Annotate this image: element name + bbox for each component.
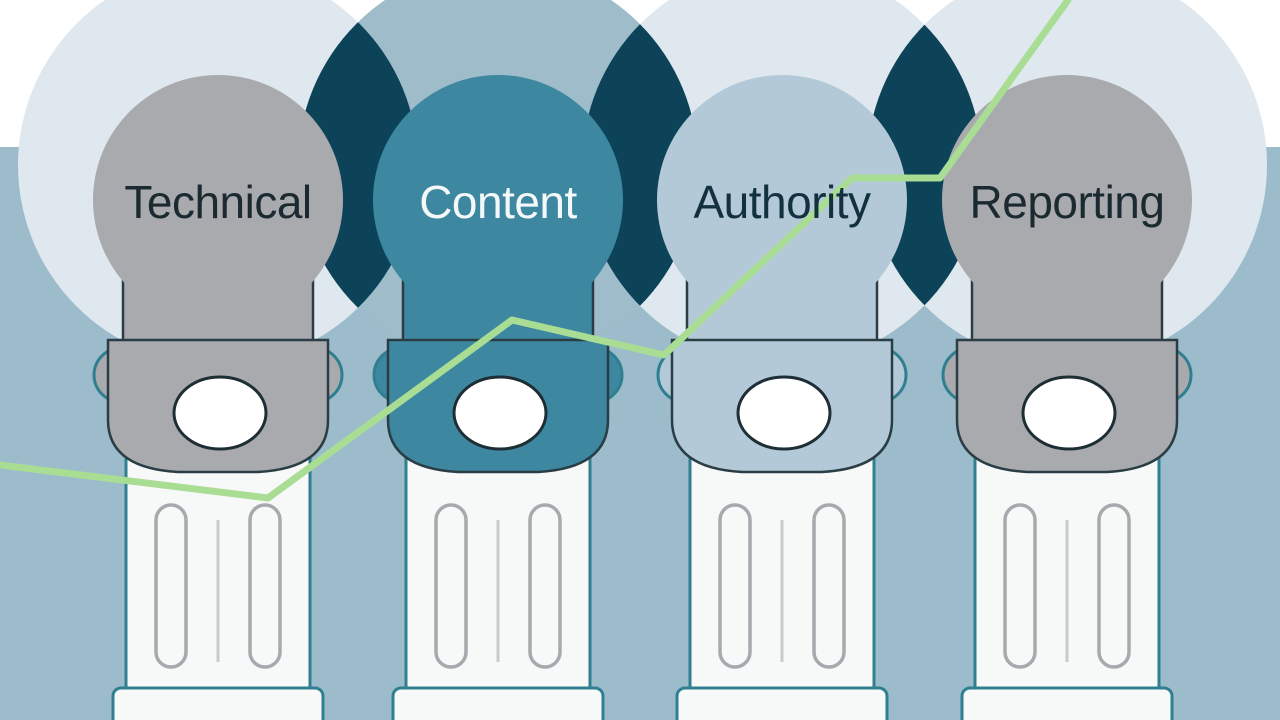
column-flute-left xyxy=(1003,503,1037,669)
growth-trend-line xyxy=(0,0,1072,502)
column-flute-right xyxy=(812,503,846,669)
pillar-head-3 xyxy=(656,75,908,474)
column-layer xyxy=(111,438,1174,720)
head-face xyxy=(736,375,832,451)
head-face xyxy=(1021,375,1117,451)
head-disc xyxy=(93,75,343,325)
pillar-head-4 xyxy=(941,75,1193,474)
column-base xyxy=(111,686,325,720)
column-2 xyxy=(391,438,605,720)
pillar-label-technical: Technical xyxy=(124,176,311,228)
label-layer: Technical Content Authority Reporting xyxy=(124,176,1165,228)
pillar-head-1 xyxy=(92,75,344,474)
column-flute-left xyxy=(154,503,188,669)
head-face xyxy=(452,375,548,451)
pillar-label-authority: Authority xyxy=(693,176,871,228)
column-3 xyxy=(675,438,889,720)
column-flute-right xyxy=(528,503,562,669)
head-disc xyxy=(942,75,1192,325)
head-layer xyxy=(92,75,1193,474)
pillar-label-content: Content xyxy=(419,176,577,228)
pillar-label-reporting: Reporting xyxy=(970,176,1165,228)
column-flute-right xyxy=(1097,503,1131,669)
column-flute-left xyxy=(718,503,752,669)
head-face xyxy=(172,375,268,451)
head-disc xyxy=(657,75,907,325)
column-base xyxy=(960,686,1174,720)
column-4 xyxy=(960,438,1174,720)
column-flute-right xyxy=(248,503,282,669)
column-base xyxy=(675,686,889,720)
head-disc xyxy=(373,75,623,325)
pillar-head-2 xyxy=(372,75,624,474)
column-flute-left xyxy=(434,503,468,669)
column-base xyxy=(391,686,605,720)
